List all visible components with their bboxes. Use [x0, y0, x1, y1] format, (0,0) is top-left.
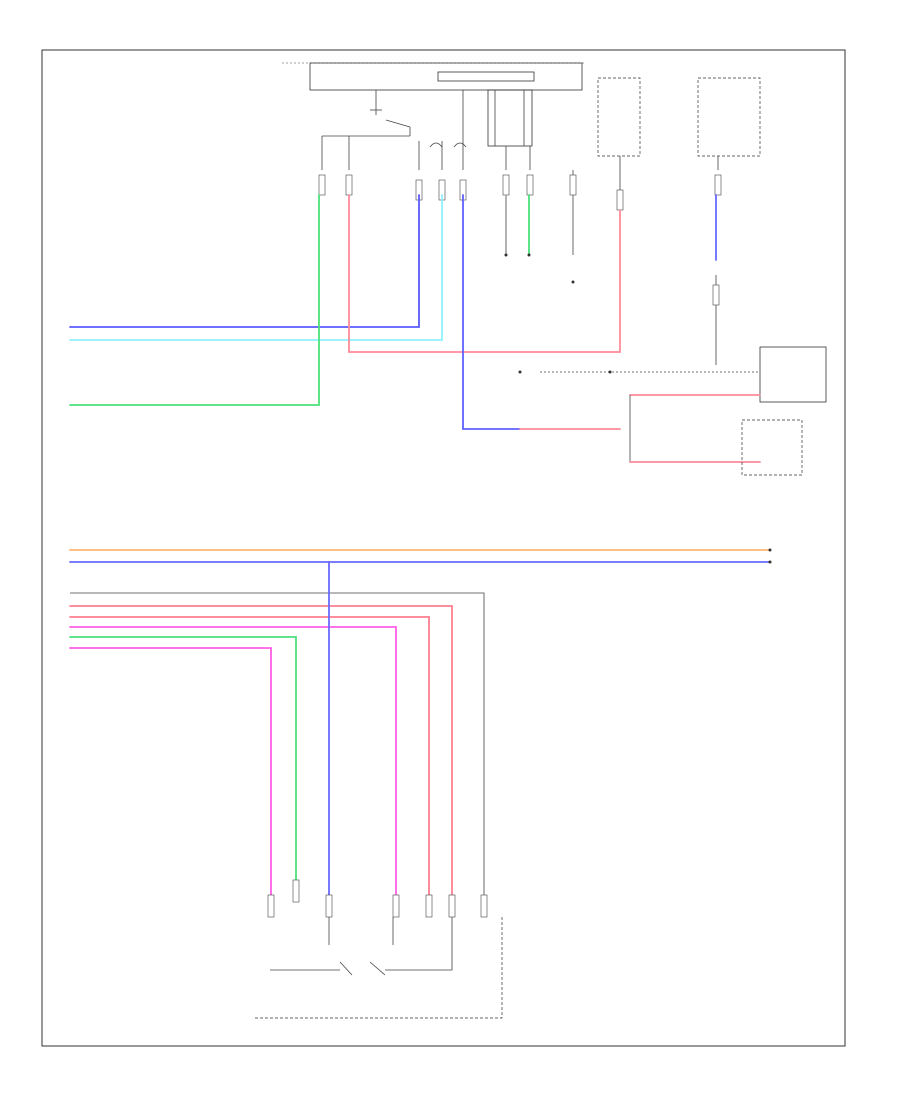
bottom-connector-pins [267, 879, 488, 918]
top-right-unit-1 [597, 77, 641, 211]
upper-wires [69, 194, 717, 430]
right-junction [540, 346, 827, 476]
terminal-markers [504, 253, 772, 564]
diagram-frame [41, 49, 846, 1047]
lower-wires [69, 561, 485, 901]
top-control-unit [282, 62, 586, 255]
bottom-switch-module [255, 917, 503, 1019]
top-connector-pins [318, 174, 577, 201]
top-right-unit-2 [697, 77, 761, 365]
middle-bus [69, 549, 771, 563]
